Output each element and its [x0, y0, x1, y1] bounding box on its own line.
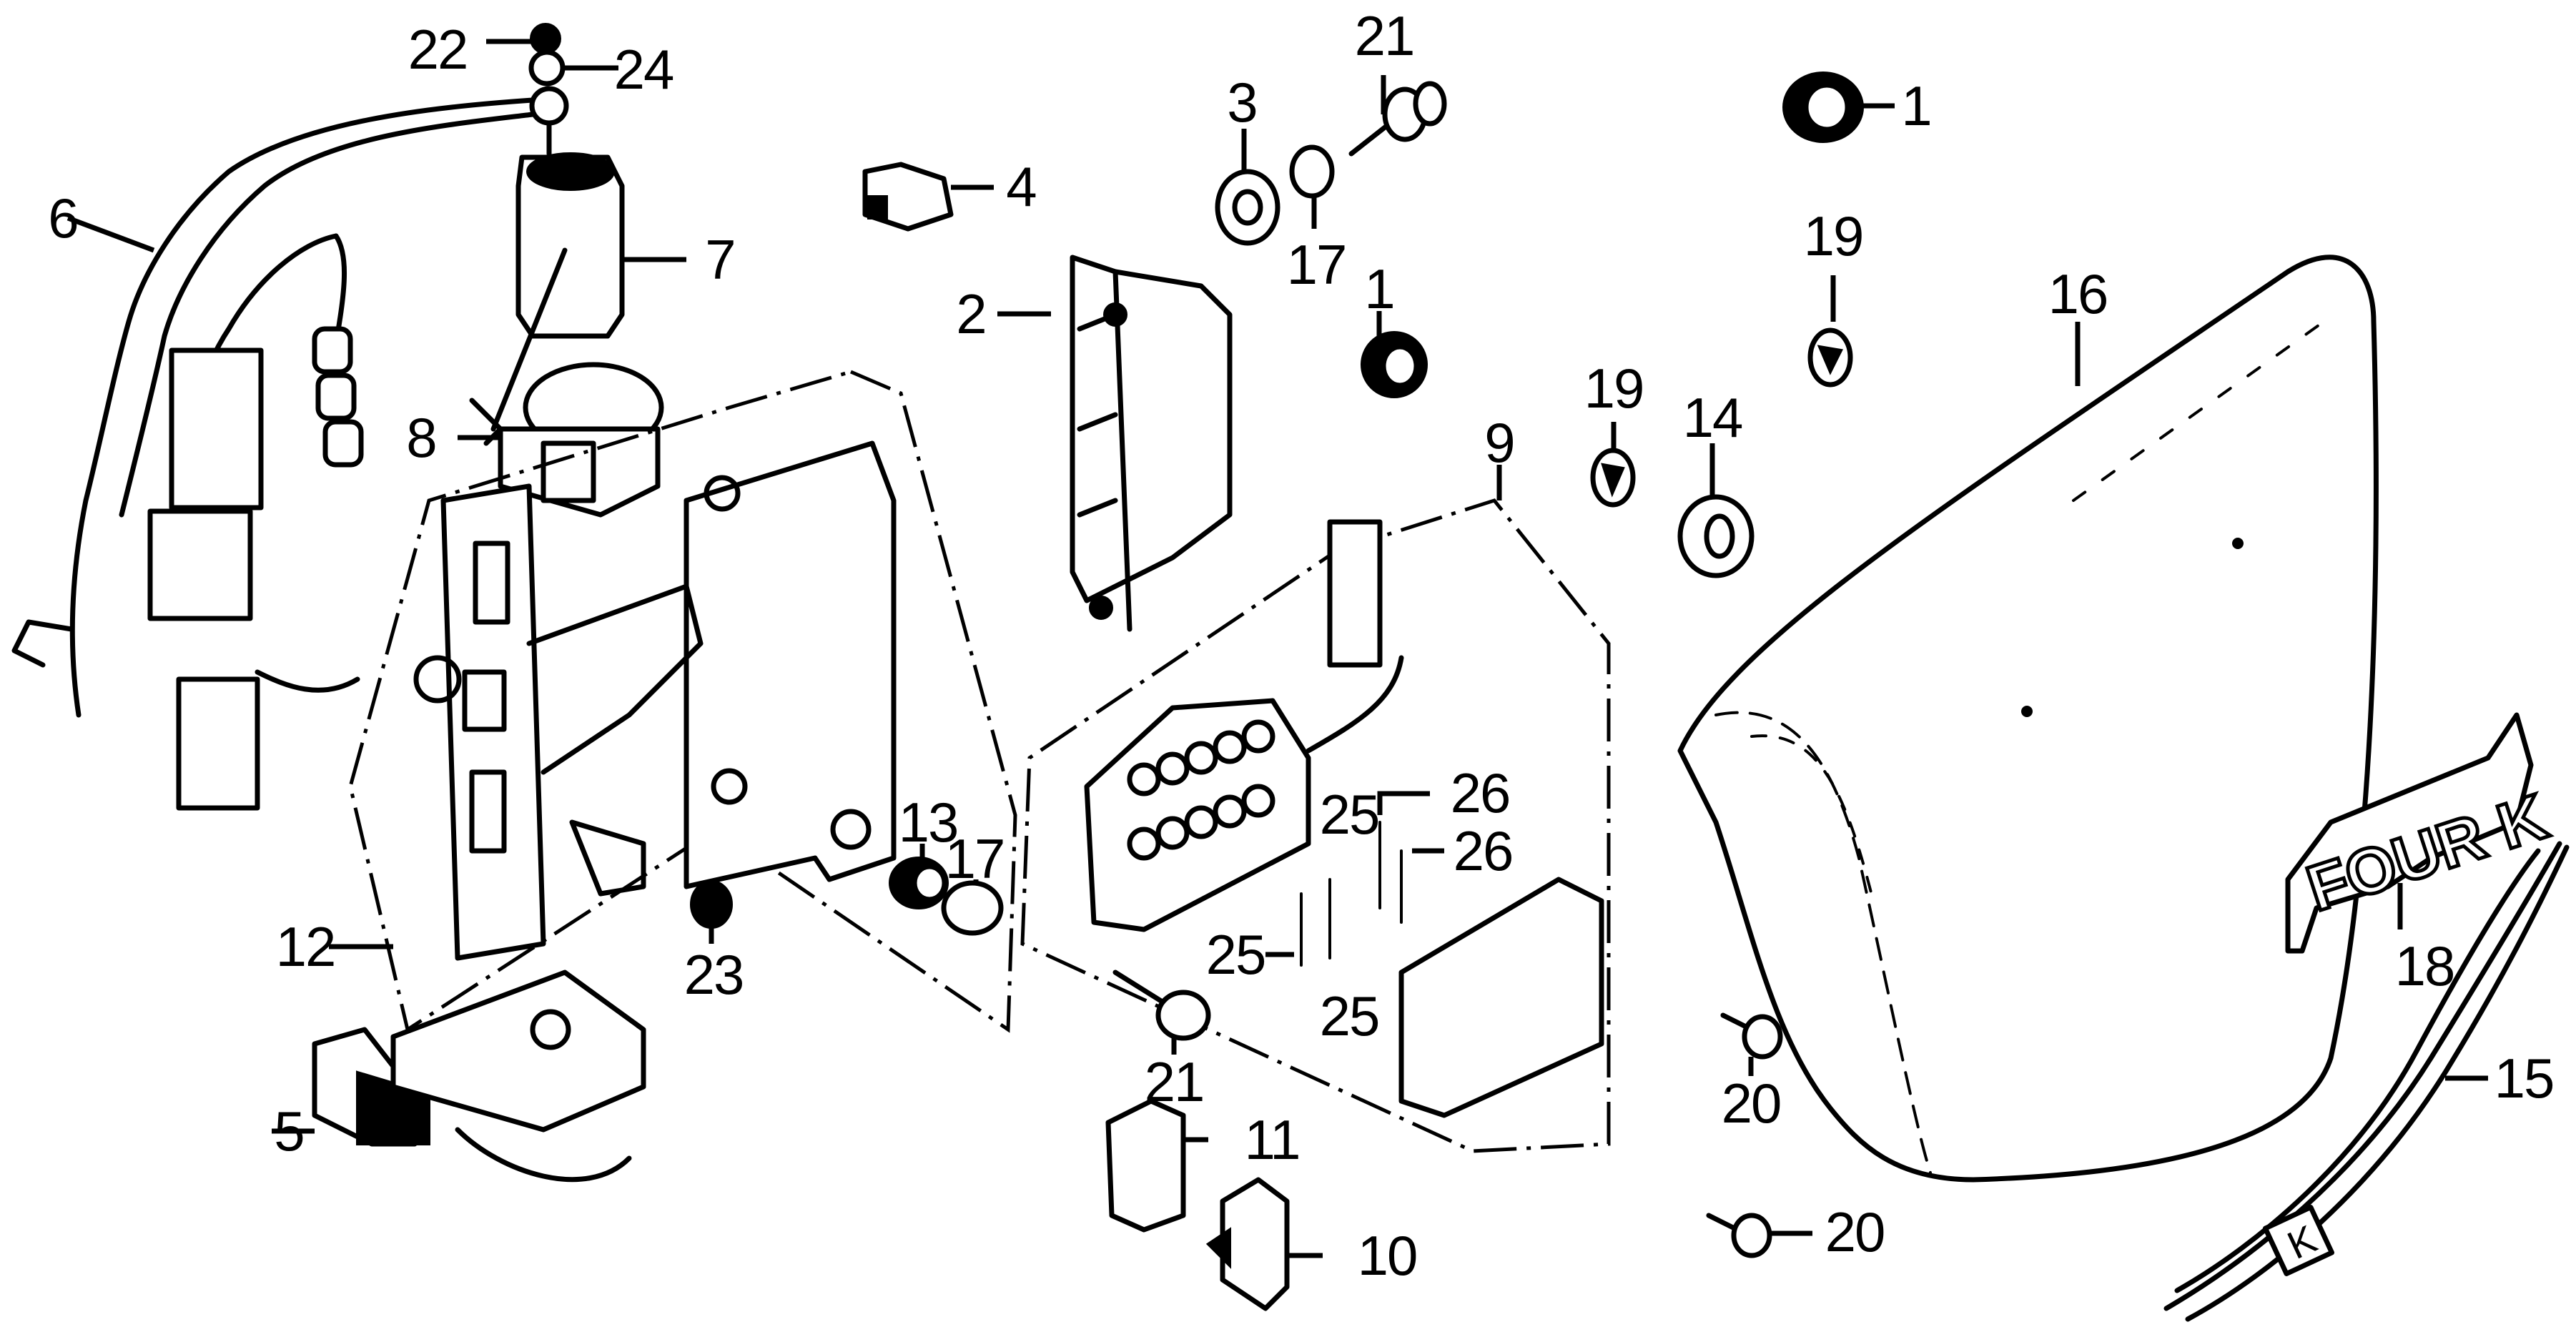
grommet-1-mid-icon [1361, 311, 1428, 398]
callout-15[interactable]: 15 [2494, 1047, 2555, 1110]
callout-21-lower[interactable]: 21 [1144, 1050, 1205, 1113]
callout-25-left[interactable]: 25 [1205, 923, 1267, 986]
callout-9[interactable]: 9 [1484, 411, 1515, 474]
callout-5[interactable]: 5 [274, 1100, 305, 1163]
screw-20-lower-icon [1706, 1213, 1812, 1258]
grommet-19-mid-icon [1590, 422, 1636, 508]
callout-2[interactable]: 2 [956, 282, 987, 345]
ring-terminal-icon [529, 86, 569, 126]
callout-1-mid[interactable]: 1 [1364, 257, 1395, 320]
callout-21[interactable]: 21 [1354, 4, 1416, 67]
screw-20-upper-icon [1720, 1012, 1783, 1076]
grommet-3-icon [1215, 129, 1280, 246]
grommet-13-icon [889, 844, 949, 909]
stay-12-outline [329, 370, 1017, 1033]
callout-19[interactable]: 19 [1803, 204, 1865, 267]
callout-4[interactable]: 4 [1006, 155, 1037, 218]
callout-25[interactable]: 25 [1319, 783, 1381, 846]
callout-17-lower[interactable]: 17 [944, 827, 1006, 890]
bolt-21-lower-icon [1112, 970, 1211, 1055]
bolt-21-top-icon [1348, 75, 1447, 157]
relay-holder-8-icon [458, 362, 664, 518]
regulator-5-icon [272, 970, 646, 1183]
callout-26-lower[interactable]: 26 [1453, 819, 1514, 882]
callout-22[interactable]: 22 [408, 18, 469, 81]
resistor-2-icon [997, 255, 1233, 632]
collar-17-lower-icon [941, 879, 1004, 936]
callout-14[interactable]: 14 [1682, 386, 1744, 449]
callout-11[interactable]: 11 [1244, 1108, 1301, 1171]
connector-4-icon [862, 162, 994, 232]
callout-23[interactable]: 23 [684, 943, 745, 1006]
callout-7[interactable]: 7 [705, 228, 736, 291]
callout-19-mid[interactable]: 19 [1584, 357, 1645, 420]
callout-20[interactable]: 20 [1721, 1072, 1782, 1135]
nut-22-icon [486, 23, 561, 54]
side-cover-16-icon [1677, 255, 2379, 1183]
callout-18[interactable]: 18 [2394, 934, 2456, 997]
wire-harness-6-icon [11, 97, 536, 811]
callout-25-lower[interactable]: 25 [1319, 985, 1381, 1047]
fuse-box-9-outline [1020, 465, 1611, 1153]
callout-24[interactable]: 24 [613, 38, 675, 101]
collar-17-icon [1289, 144, 1335, 229]
callout-13[interactable]: 13 [898, 791, 959, 854]
stripe-15-icon: K [2163, 841, 2570, 1322]
callout-1[interactable]: 1 [1901, 74, 1932, 137]
grommet-19-top-icon [1807, 275, 1853, 388]
callout-8[interactable]: 8 [406, 406, 437, 469]
washer-24-icon [528, 49, 618, 87]
callout-20-lower[interactable]: 20 [1825, 1200, 1886, 1263]
callout-10[interactable]: 10 [1357, 1224, 1418, 1287]
grommet-1-top-icon [1782, 71, 1895, 143]
callout-12[interactable]: 12 [275, 915, 337, 978]
starter-relay-7-icon [469, 120, 686, 446]
cover-10-icon [1205, 1177, 1323, 1311]
callout-26[interactable]: 26 [1450, 761, 1511, 824]
callout-6[interactable]: 6 [48, 187, 79, 250]
callout-3[interactable]: 3 [1227, 71, 1258, 134]
cover-11-icon [1105, 1098, 1208, 1233]
callout-16[interactable]: 16 [2048, 262, 2109, 325]
nut-23-icon [690, 880, 733, 944]
callout-17[interactable]: 17 [1286, 233, 1348, 296]
grommet-14-icon [1677, 443, 1755, 578]
fuse-leaders [1265, 791, 1444, 957]
